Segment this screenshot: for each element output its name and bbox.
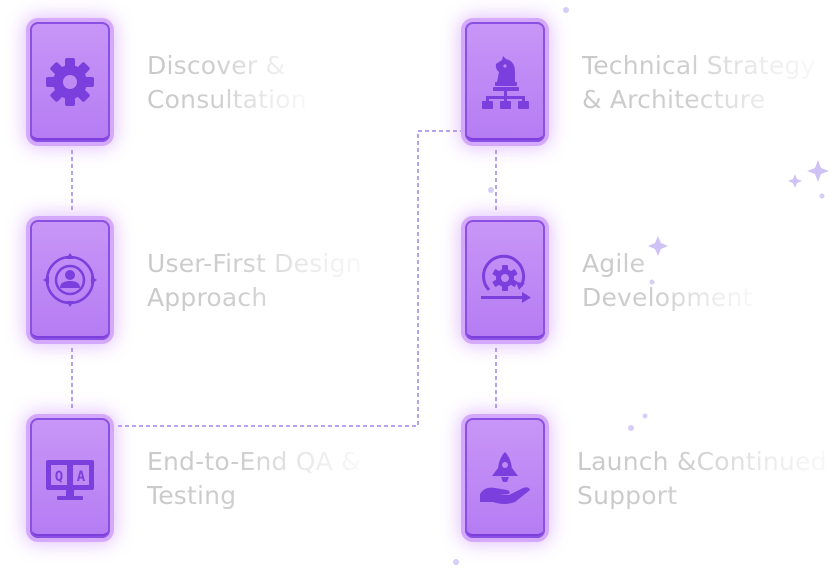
card-agile (465, 220, 545, 340)
step-label-user-first: User-First Design Approach (147, 247, 362, 315)
step-title-line2: Approach (147, 283, 268, 312)
step-title-line1: Technical Strategy (582, 51, 816, 80)
gear-icon (46, 58, 94, 106)
card-qa: Q A (30, 418, 110, 538)
qa-letter-q: Q (55, 469, 63, 485)
step-label-discover: Discover & Consultation (147, 49, 307, 117)
step-title-line1: Discover & (147, 51, 286, 80)
step-title-line2: Consultation (147, 85, 307, 114)
step-label-agile: Agile Development (582, 247, 753, 315)
card-user-first (30, 220, 110, 340)
user-target-icon (43, 253, 97, 307)
step-label-strategy: Technical Strategy & Architecture (582, 49, 815, 117)
step-title-line1: User-First Design (147, 249, 362, 278)
step-title-line2: Development (582, 283, 753, 312)
card-discover (30, 22, 110, 142)
card-strategy (465, 22, 545, 142)
gear-cycle-icon (481, 254, 531, 303)
rocket-hand-icon (480, 452, 530, 504)
step-label-qa: End-to-End QA & Testing (147, 445, 361, 513)
card-launch (465, 418, 545, 538)
chess-knight-hierarchy-icon (482, 56, 529, 109)
step-title-line2: Testing (147, 481, 237, 510)
qa-monitor-icon: Q A (46, 460, 94, 500)
step-title-line2: & Architecture (582, 85, 766, 114)
step-title-line1: Agile (582, 249, 646, 278)
step-title-line1: End-to-End QA & (147, 447, 361, 476)
step-title-line1: Launch &Continued (577, 447, 827, 476)
qa-letter-a: A (77, 469, 86, 485)
step-label-launch: Launch &Continued Support (577, 445, 827, 513)
step-title-line2: Support (577, 481, 678, 510)
connector-qa-to-strategy (118, 130, 462, 427)
